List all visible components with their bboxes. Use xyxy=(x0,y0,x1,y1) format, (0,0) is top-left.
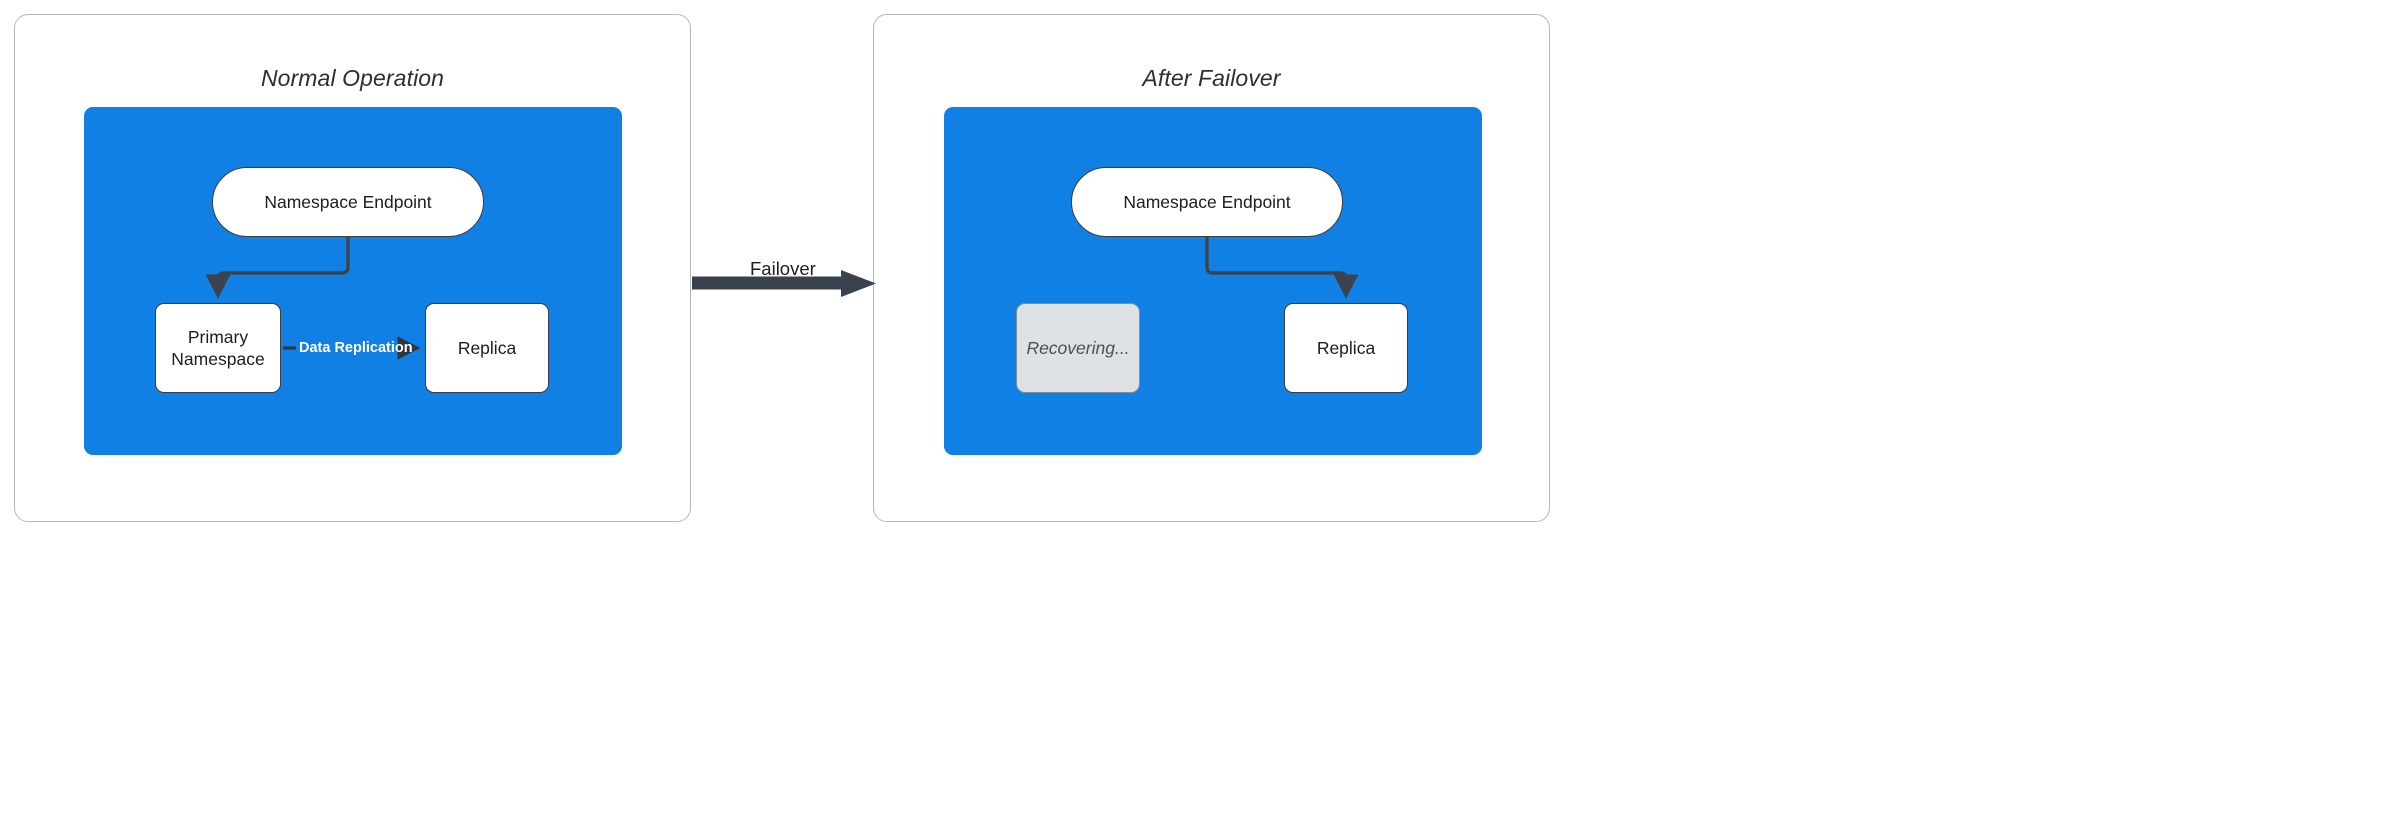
panel-title-normal-operation: Normal Operation xyxy=(260,65,445,91)
edge-label-data-replication: Data Replication xyxy=(299,340,413,356)
container-after-failover xyxy=(944,107,1482,455)
node-label: Recovering... xyxy=(1026,337,1130,358)
node-label: Namespace Endpoint xyxy=(1123,191,1291,212)
node-label-line2: Namespace xyxy=(171,349,265,369)
node-namespace-endpoint-left[interactable]: Namespace Endpoint xyxy=(212,167,484,237)
node-namespace-endpoint-right[interactable]: Namespace Endpoint xyxy=(1071,167,1343,237)
node-label-line1: Primary xyxy=(187,326,249,347)
container-normal-operation xyxy=(84,107,622,455)
node-label: Namespace Endpoint xyxy=(264,191,432,212)
node-replica-left[interactable]: Replica xyxy=(425,303,549,393)
panel-title-after-failover: After Failover xyxy=(1142,65,1281,91)
node-replica-right[interactable]: Replica xyxy=(1284,303,1408,393)
node-label: Replica xyxy=(1316,337,1376,358)
node-primary-namespace[interactable]: Primary Namespace xyxy=(155,303,281,393)
node-label: Replica xyxy=(457,337,517,358)
node-label: Primary Namespace xyxy=(171,326,264,371)
node-recovering[interactable]: Recovering... xyxy=(1016,303,1140,393)
failover-label: Failover xyxy=(750,258,816,279)
